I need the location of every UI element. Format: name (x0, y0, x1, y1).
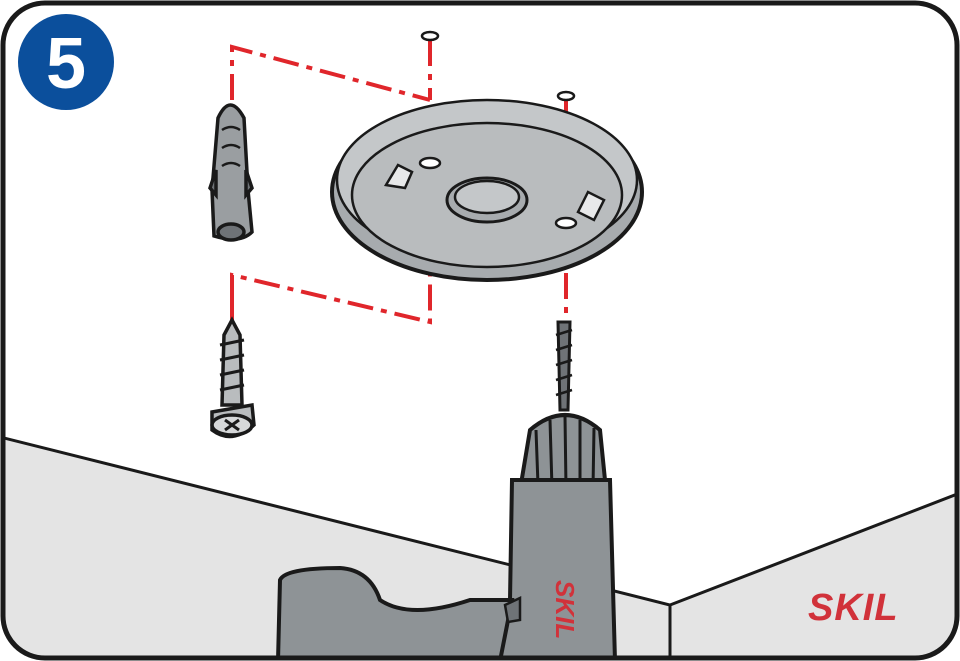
drill (275, 320, 618, 658)
right-wall (668, 490, 957, 658)
mounting-plate (330, 98, 644, 282)
ceiling-hole (420, 30, 440, 42)
step-badge (18, 14, 114, 110)
drill-brand-label: SKIL (550, 580, 580, 639)
wall-anchor (208, 103, 254, 242)
screw (210, 316, 256, 439)
step-number: 5 (46, 24, 86, 104)
skil-logo: SKIL (808, 587, 899, 629)
ceiling-hole (556, 90, 576, 102)
